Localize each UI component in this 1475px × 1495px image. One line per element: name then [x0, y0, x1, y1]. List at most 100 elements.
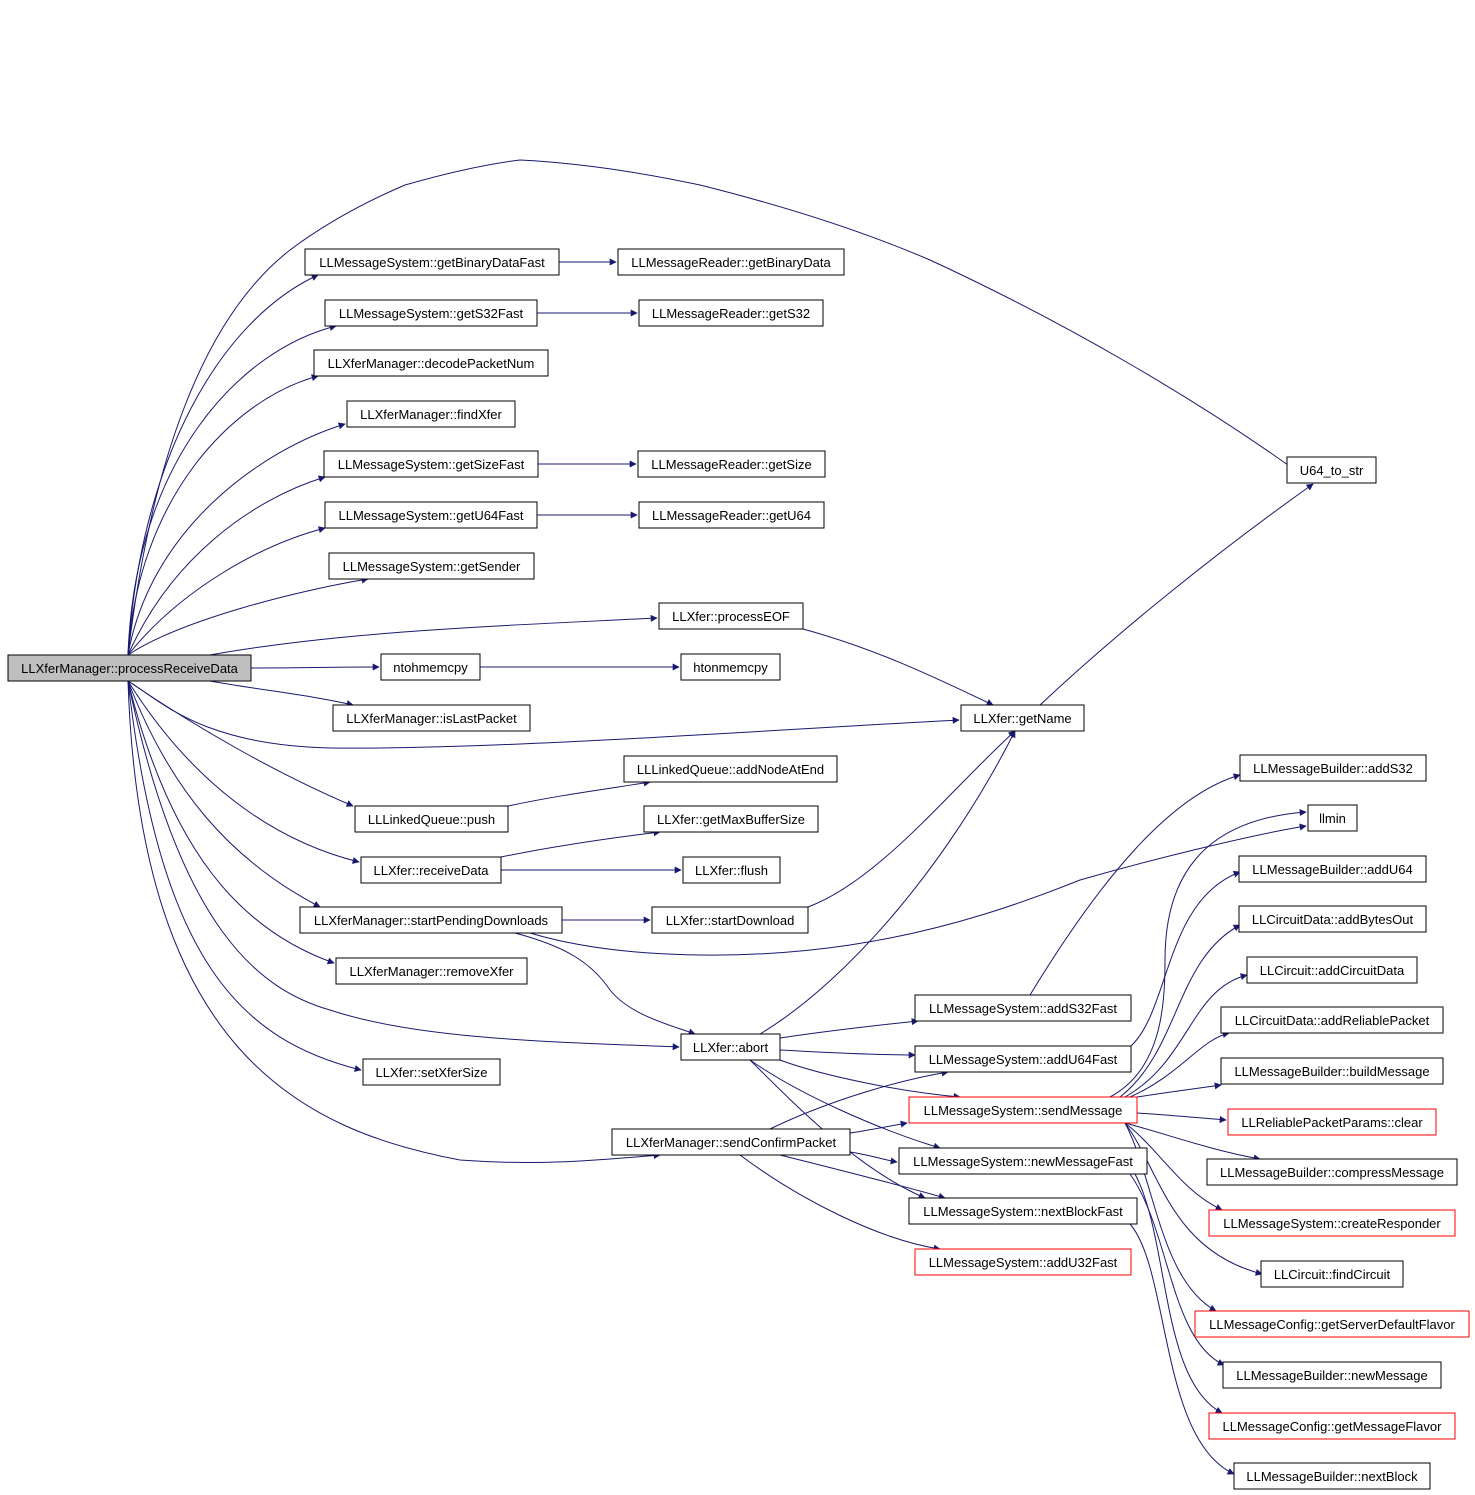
- function-node-box: [611, 1128, 851, 1156]
- function-node[interactable]: LLXfer::abort: [680, 1033, 781, 1061]
- function-node[interactable]: LLMessageSystem::sendMessage: [908, 1096, 1138, 1124]
- function-node-box: [638, 501, 825, 529]
- function-node[interactable]: LLXferManager::sendConfirmPacket: [611, 1128, 851, 1156]
- function-node-box: [1238, 855, 1427, 883]
- function-node[interactable]: LLXferManager::removeXfer: [335, 957, 528, 985]
- function-node-box: [328, 552, 535, 580]
- function-node[interactable]: LLMessageSystem::newMessageFast: [898, 1147, 1148, 1175]
- function-node[interactable]: LLMessageSystem::getSizeFast: [323, 450, 539, 478]
- function-node-box: [1233, 1462, 1431, 1490]
- function-node[interactable]: LLLinkedQueue::push: [354, 805, 509, 833]
- function-node-label: LLXferManager::removeXfer: [349, 964, 514, 979]
- call-edge: [759, 730, 1016, 1035]
- call-edge: [779, 1049, 916, 1059]
- function-node[interactable]: LLCircuit::addCircuitData: [1246, 956, 1418, 984]
- function-node[interactable]: LLMessageSystem::getS32Fast: [324, 299, 538, 327]
- function-node[interactable]: LLCircuitData::addBytesOut: [1238, 905, 1427, 933]
- function-node-label: LLCircuitData::addBytesOut: [1252, 912, 1414, 927]
- function-node[interactable]: LLXfer::processEOF: [658, 602, 804, 630]
- function-node-label: LLMessageConfig::getServerDefaultFlavor: [1209, 1317, 1455, 1332]
- call-edge: [802, 628, 994, 706]
- function-node-label: LLXfer::flush: [695, 863, 768, 878]
- function-node[interactable]: LLXferManager::isLastPacket: [332, 704, 531, 732]
- function-node-label: LLXferManager::startPendingDownloads: [314, 913, 549, 928]
- function-node-box: [1208, 1209, 1456, 1237]
- function-node[interactable]: LLReliablePacketParams::clear: [1227, 1108, 1437, 1136]
- function-node-box: [908, 1197, 1138, 1225]
- function-node-box: [323, 450, 539, 478]
- function-node[interactable]: LLXferManager::startPendingDownloads: [299, 906, 563, 934]
- function-node[interactable]: LLXfer::flush: [682, 856, 781, 884]
- function-node[interactable]: LLMessageSystem::createResponder: [1208, 1209, 1456, 1237]
- function-node-label: LLXferManager::findXfer: [360, 407, 502, 422]
- function-node[interactable]: LLMessageBuilder::nextBlock: [1233, 1462, 1431, 1490]
- function-node[interactable]: LLMessageSystem::getBinaryDataFast: [304, 248, 560, 276]
- call-edge: [1124, 973, 1248, 1098]
- function-node-box: [680, 653, 781, 681]
- call-edge: [127, 576, 369, 656]
- function-node[interactable]: LLMessageBuilder::buildMessage: [1220, 1057, 1444, 1085]
- function-node-label: LLMessageBuilder::newMessage: [1236, 1368, 1428, 1383]
- function-node[interactable]: LLMessageSystem::addU32Fast: [914, 1248, 1132, 1276]
- function-node[interactable]: LLMessageReader::getSize: [637, 450, 826, 478]
- function-node[interactable]: LLMessageBuilder::addS32: [1239, 754, 1427, 782]
- function-node[interactable]: LLCircuitData::addReliablePacket: [1220, 1006, 1444, 1034]
- function-node-label: LLMessageBuilder::addS32: [1253, 761, 1413, 776]
- function-node[interactable]: LLXfer::getName: [960, 704, 1085, 732]
- function-node[interactable]: ntohmemcpy: [380, 653, 481, 681]
- function-node-box: [1194, 1310, 1470, 1338]
- function-node-box: [908, 1096, 1138, 1124]
- call-edge: [127, 680, 321, 908]
- function-node[interactable]: LLLinkedQueue::addNodeAtEnd: [623, 755, 838, 783]
- function-node[interactable]: LLMessageBuilder::compressMessage: [1206, 1158, 1458, 1186]
- function-node-label: LLXfer::getName: [973, 711, 1071, 726]
- function-node[interactable]: LLMessageSystem::getSender: [328, 552, 535, 580]
- function-node-label: LLXferManager::isLastPacket: [346, 711, 517, 726]
- function-node[interactable]: LLMessageConfig::getMessageFlavor: [1208, 1412, 1456, 1440]
- function-node-box: [643, 805, 819, 833]
- call-edge: [127, 274, 319, 656]
- function-node[interactable]: LLMessageReader::getS32: [638, 299, 824, 327]
- function-node-label: LLXfer::setXferSize: [376, 1065, 488, 1080]
- function-node-label: LLMessageSystem::createResponder: [1223, 1216, 1441, 1231]
- function-node[interactable]: LLXfer::getMaxBufferSize: [643, 805, 819, 833]
- function-node[interactable]: LLXfer::receiveData: [360, 856, 502, 884]
- function-node[interactable]: LLXferManager::findXfer: [346, 400, 516, 428]
- function-node[interactable]: LLXferManager::processReceiveData: [7, 654, 252, 682]
- function-node[interactable]: LLMessageReader::getU64: [638, 501, 825, 529]
- function-node[interactable]: htonmemcpy: [680, 653, 781, 681]
- call-edge: [1129, 1173, 1225, 1366]
- call-edge: [127, 374, 319, 656]
- function-node[interactable]: llmin: [1307, 804, 1358, 832]
- function-node[interactable]: LLCircuit::findCircuit: [1260, 1260, 1404, 1288]
- function-node-box: [299, 906, 563, 934]
- function-node-label: LLMessageSystem::sendMessage: [924, 1103, 1123, 1118]
- function-node[interactable]: LLMessageSystem::addS32Fast: [914, 994, 1132, 1022]
- function-node-box: [914, 994, 1132, 1022]
- call-edge: [127, 680, 354, 807]
- call-edge: [779, 1018, 919, 1039]
- call-edge: [209, 614, 658, 656]
- function-node-label: LLCircuit::addCircuitData: [1260, 963, 1405, 978]
- function-node-label: LLMessageSystem::getU64Fast: [339, 508, 524, 523]
- function-node[interactable]: U64_to_str: [1286, 456, 1377, 484]
- function-node[interactable]: LLXfer::startDownload: [651, 906, 809, 934]
- function-node-label: LLMessageSystem::addU32Fast: [929, 1255, 1118, 1270]
- function-node-box: [354, 805, 509, 833]
- function-node-box: [335, 957, 528, 985]
- function-node[interactable]: LLMessageSystem::nextBlockFast: [908, 1197, 1138, 1225]
- function-node[interactable]: LLMessageReader::getBinaryData: [617, 248, 845, 276]
- function-node[interactable]: LLMessageSystem::addU64Fast: [914, 1045, 1132, 1073]
- function-node-label: U64_to_str: [1300, 463, 1364, 478]
- function-node[interactable]: LLMessageBuilder::newMessage: [1222, 1361, 1442, 1389]
- call-edge: [1124, 1122, 1223, 1211]
- function-node-label: LLMessageSystem::getBinaryDataFast: [319, 255, 545, 270]
- function-node[interactable]: LLXferManager::decodePacketNum: [313, 349, 549, 377]
- function-node[interactable]: LLXfer::setXferSize: [362, 1058, 501, 1086]
- function-node-box: [638, 299, 824, 327]
- function-node[interactable]: LLMessageConfig::getServerDefaultFlavor: [1194, 1310, 1470, 1338]
- function-node-label: ntohmemcpy: [393, 660, 468, 675]
- function-node[interactable]: LLMessageSystem::getU64Fast: [324, 501, 538, 529]
- function-node[interactable]: LLMessageBuilder::addU64: [1238, 855, 1427, 883]
- function-node-box: [1238, 905, 1427, 933]
